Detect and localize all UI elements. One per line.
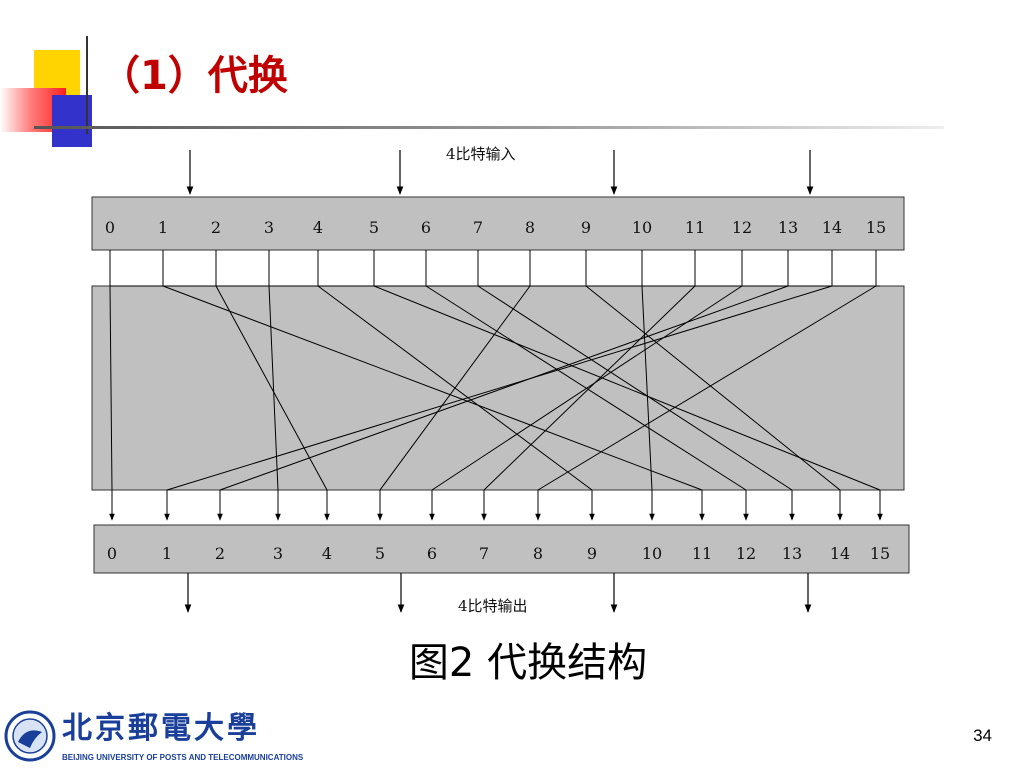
output-bit-label-8: 8 [533, 544, 543, 563]
input-bit-label-6: 6 [421, 218, 431, 237]
output-bit-label-2: 2 [215, 544, 225, 563]
wire-13-to-2 [219, 285, 789, 491]
output-bit-label-3: 3 [273, 544, 283, 563]
wire-11-to-7 [483, 285, 696, 491]
output-bit-label-11: 11 [692, 544, 712, 563]
output-bit-label-4: 4 [322, 544, 332, 563]
input-bit-label-4: 4 [313, 218, 323, 237]
decor-blue-square [52, 95, 92, 147]
university-name-chinese: 北京郵電大學 [62, 711, 260, 746]
input-bit-label-8: 8 [525, 218, 535, 237]
output-bit-label-15: 15 [870, 544, 890, 563]
output-bit-label-13: 13 [782, 544, 802, 563]
wire-7-to-13 [477, 285, 793, 491]
page-number: 34 [973, 726, 992, 745]
output-bit-label-0: 0 [107, 544, 117, 563]
input-bit-label-1: 1 [158, 218, 168, 237]
input-register [91, 196, 905, 251]
output-bit-label-5: 5 [375, 544, 385, 563]
wire-10-to-10 [641, 285, 653, 491]
wire-6-to-12 [425, 285, 747, 491]
university-emblem-icon [4, 710, 56, 762]
figure-caption: 图2 代换结构 [408, 640, 648, 686]
output-bit-label-14: 14 [830, 544, 850, 563]
title-underline [34, 126, 944, 129]
wire-14-to-1 [166, 285, 833, 491]
input-bit-label-7: 7 [473, 218, 483, 237]
wire-15-to-8 [537, 285, 877, 491]
wire-5-to-15 [373, 285, 881, 491]
wire-12-to-6 [431, 285, 743, 491]
output-bit-label-6: 6 [427, 544, 437, 563]
output-register [93, 524, 910, 574]
output-bit-label-1: 1 [162, 544, 172, 563]
input-bit-label-0: 0 [105, 218, 115, 237]
input-bit-label-9: 9 [581, 218, 591, 237]
input-bit-label-2: 2 [211, 218, 221, 237]
wire-9-to-14 [585, 285, 841, 491]
input-bit-label-15: 15 [866, 218, 886, 237]
input-bit-label-3: 3 [264, 218, 274, 237]
wire-0-to-0 [109, 285, 113, 491]
input-bit-label-14: 14 [822, 218, 842, 237]
decor-vertical-line [86, 36, 88, 134]
output-bit-label-9: 9 [587, 544, 597, 563]
input-bit-label-13: 13 [778, 218, 798, 237]
input-bit-label-5: 5 [369, 218, 379, 237]
output-label: 4比特输出 [458, 597, 528, 615]
slide-title: （1）代换 [100, 53, 288, 99]
output-bit-label-12: 12 [736, 544, 756, 563]
input-label: 4比特输入 [446, 145, 516, 163]
wire-8-to-5 [379, 285, 531, 491]
wire-1-to-11 [162, 285, 703, 491]
output-bit-label-7: 7 [479, 544, 489, 563]
wire-2-to-4 [215, 285, 328, 491]
input-bit-label-12: 12 [732, 218, 752, 237]
output-bit-label-10: 10 [642, 544, 662, 563]
university-name-english: BEIJING UNIVERSITY OF POSTS AND TELECOMM… [62, 753, 304, 762]
input-bit-label-10: 10 [632, 218, 652, 237]
input-bit-label-11: 11 [685, 218, 705, 237]
